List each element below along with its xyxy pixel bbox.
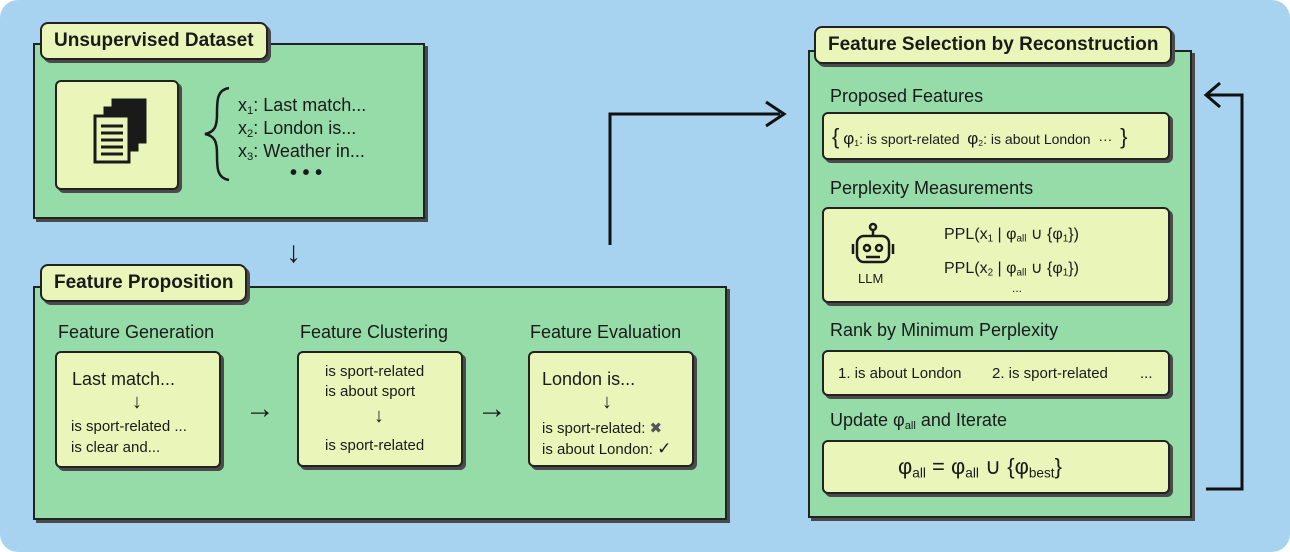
evaluation-row-2: is about London: ✓: [542, 439, 672, 458]
generation-output-2: is clear and...: [71, 439, 161, 456]
left-brace: [204, 86, 230, 182]
right-arrow-gen-cluster: →: [245, 392, 275, 425]
samples-ellipsis: • • •: [290, 162, 323, 184]
proposition-title: Feature Proposition: [40, 264, 248, 302]
sample-1: x1: Last match...: [238, 95, 367, 117]
rank-ellipsis: ...: [1140, 365, 1153, 382]
rank-item-1: 1. is about London: [838, 365, 962, 382]
ppl-line-2: PPL(x2 | φall ∪ {φ1}): [944, 260, 1079, 279]
evaluation-label: Feature Evaluation: [530, 322, 682, 342]
generation-input: Last match...: [72, 369, 176, 389]
generation-output-1: is sport-related ...: [71, 418, 187, 435]
perplexity-card: LLM PPL(x1 | φall ∪ {φ1}) PPL(x2 | φall …: [822, 207, 1170, 303]
clustering-label: Feature Clustering: [300, 322, 449, 342]
generation-label: Feature Generation: [58, 322, 215, 342]
down-arrow-dataset: ↓: [286, 236, 301, 269]
evaluation-input: London is...: [542, 369, 636, 389]
documents-card: [55, 80, 179, 190]
clustering-output: is sport-related: [325, 437, 425, 454]
dataset-title: Unsupervised Dataset: [40, 22, 268, 60]
robot-icon: [851, 222, 895, 264]
check-icon: ✓: [657, 439, 672, 458]
clustering-input-1: is sport-related: [325, 363, 425, 380]
selection-title: Feature Selection by Reconstruction: [814, 26, 1173, 64]
clustering-arrow: ↓: [374, 405, 384, 427]
clustering-card: is sport-related is about sport ↓ is spo…: [297, 351, 463, 467]
iterate-loop-arrow: [1203, 81, 1244, 491]
sample-2: x2: London is...: [238, 118, 357, 140]
llm-label: LLM: [858, 271, 884, 286]
clustering-input-2: is about sport: [325, 383, 416, 400]
generation-arrow: ↓: [132, 391, 142, 413]
documents-icon: [93, 98, 147, 164]
proposed-card: { φ1: is sport-related φ2: is about Lond…: [822, 112, 1170, 160]
perplexity-label: Perplexity Measurements: [830, 178, 1034, 198]
rank-label: Rank by Minimum Perplexity: [830, 320, 1059, 340]
connector-arrow: [608, 100, 787, 245]
rank-card: 1. is about London 2. is sport-related .…: [822, 350, 1170, 396]
ppl-ellipsis: ...: [1012, 281, 1023, 295]
generation-card: Last match... ↓ is sport-related ... is …: [55, 351, 221, 468]
cross-icon: ✖: [649, 420, 663, 437]
sample-3: x3: Weather in...: [238, 141, 365, 163]
ppl-line-1: PPL(x1 | φall ∪ {φ1}): [944, 226, 1079, 245]
evaluation-row-1: is sport-related: ✖: [542, 420, 663, 437]
rank-item-2: 2. is sport-related: [992, 365, 1108, 382]
evaluation-arrow: ↓: [602, 391, 612, 413]
proposed-label: Proposed Features: [830, 86, 984, 106]
proposed-features: { φ1: is sport-related φ2: is about Lond…: [832, 124, 1128, 149]
update-card: φall = φall ∪ {φbest}: [822, 440, 1170, 494]
update-equation: φall = φall ∪ {φbest}: [898, 454, 1062, 481]
evaluation-card: London is... ↓ is sport-related: ✖ is ab…: [528, 351, 694, 467]
update-label: Update φall and Iterate: [830, 410, 1007, 432]
right-arrow-cluster-eval: →: [477, 392, 507, 425]
